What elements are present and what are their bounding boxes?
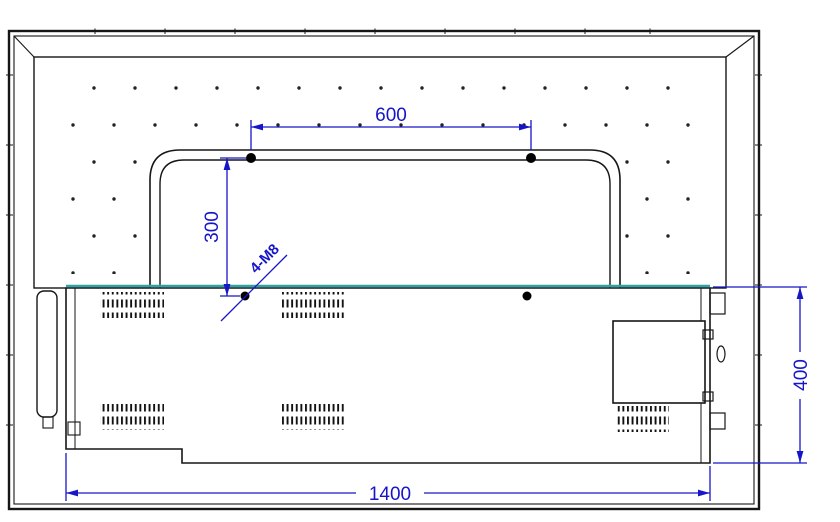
vesa-hole-top-right xyxy=(526,153,536,163)
frame-outer-rect xyxy=(7,29,761,511)
component-box-tab-top xyxy=(702,329,714,340)
dim-300-label: 300 xyxy=(202,211,223,243)
frame-inner-rect xyxy=(13,35,755,505)
right-bracket-top xyxy=(709,292,726,315)
vent-grille-top-left xyxy=(100,292,164,318)
component-box-tab-bottom xyxy=(702,391,714,402)
lower-left-detail xyxy=(67,421,81,436)
dim-300: 300 xyxy=(202,157,246,297)
dim-1400: 1400 xyxy=(65,453,711,505)
left-side-bracket xyxy=(36,290,58,418)
dim-600-arrow-left xyxy=(251,123,263,131)
dim-1400-label: 1400 xyxy=(369,484,411,505)
lower-panel xyxy=(65,284,714,464)
right-bracket-bottom xyxy=(709,412,726,430)
vent-grille-bottom-mid xyxy=(282,404,346,430)
outer-frame xyxy=(6,28,762,511)
dim-400: 400 xyxy=(713,286,812,464)
frame-bevel-right xyxy=(725,35,755,58)
vent-grille-top-mid xyxy=(282,292,346,318)
dim-600-label: 600 xyxy=(375,105,407,126)
dim-600-arrow-right xyxy=(519,123,531,131)
handle-recess xyxy=(149,149,621,291)
dim-1400-arrow-left xyxy=(66,489,78,497)
side-brackets xyxy=(36,290,726,430)
vesa-hole-top-left xyxy=(246,153,256,163)
left-bracket-foot xyxy=(42,416,54,429)
vent-grilles xyxy=(100,292,669,432)
dim-400-label: 400 xyxy=(791,359,812,391)
right-side-latch xyxy=(716,345,726,363)
frame-screw-ticks xyxy=(6,28,762,426)
frame-bevel-left xyxy=(13,35,35,58)
handle-fill xyxy=(150,150,620,291)
vesa-hole-bottom-right xyxy=(522,291,532,301)
handle-outer-outline xyxy=(149,149,621,291)
lower-panel-outline xyxy=(65,287,711,464)
vent-grille-bottom-right xyxy=(617,406,669,432)
handle-inner-outline xyxy=(159,159,611,291)
dim-300-arrow-bottom xyxy=(223,284,231,296)
dim-400-arrow-bottom xyxy=(796,451,804,463)
dim-600: 600 xyxy=(250,105,532,150)
vent-grille-bottom-left xyxy=(100,404,164,430)
component-box xyxy=(612,320,706,404)
dim-1400-arrow-right xyxy=(698,489,710,497)
dim-300-arrow-top xyxy=(223,158,231,170)
vesa-holes xyxy=(240,153,536,301)
dim-400-arrow-top xyxy=(796,287,804,299)
hole-spec-leader-line xyxy=(220,254,288,322)
vesa-hole-bottom-left xyxy=(240,291,250,301)
